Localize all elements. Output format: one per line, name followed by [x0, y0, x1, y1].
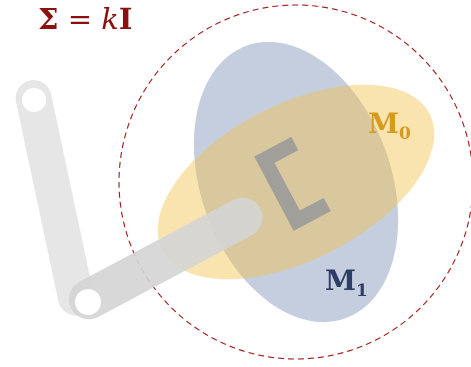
- isotropic-circle: [118, 4, 471, 360]
- equation-sigma: Σ: [38, 2, 59, 36]
- label-m0-subscript: 0: [399, 124, 411, 144]
- label-m1: M1: [325, 264, 368, 301]
- label-m1-main: M: [325, 264, 356, 297]
- arm-link-near: [68, 197, 263, 320]
- equation-k: k: [101, 2, 119, 36]
- label-m1-subscript: 1: [356, 281, 368, 301]
- ellipse-m1: [193, 41, 399, 323]
- equation-identity: I: [119, 2, 133, 36]
- label-m0-main: M: [368, 107, 399, 140]
- gripper: [254, 136, 331, 231]
- label-m0: M0: [368, 107, 411, 144]
- joint-top: [22, 88, 46, 112]
- joint-base: [75, 289, 101, 315]
- equation-equals: =: [59, 2, 102, 36]
- arm-link-far: [15, 80, 94, 316]
- equation-label: Σ = kI: [38, 2, 132, 36]
